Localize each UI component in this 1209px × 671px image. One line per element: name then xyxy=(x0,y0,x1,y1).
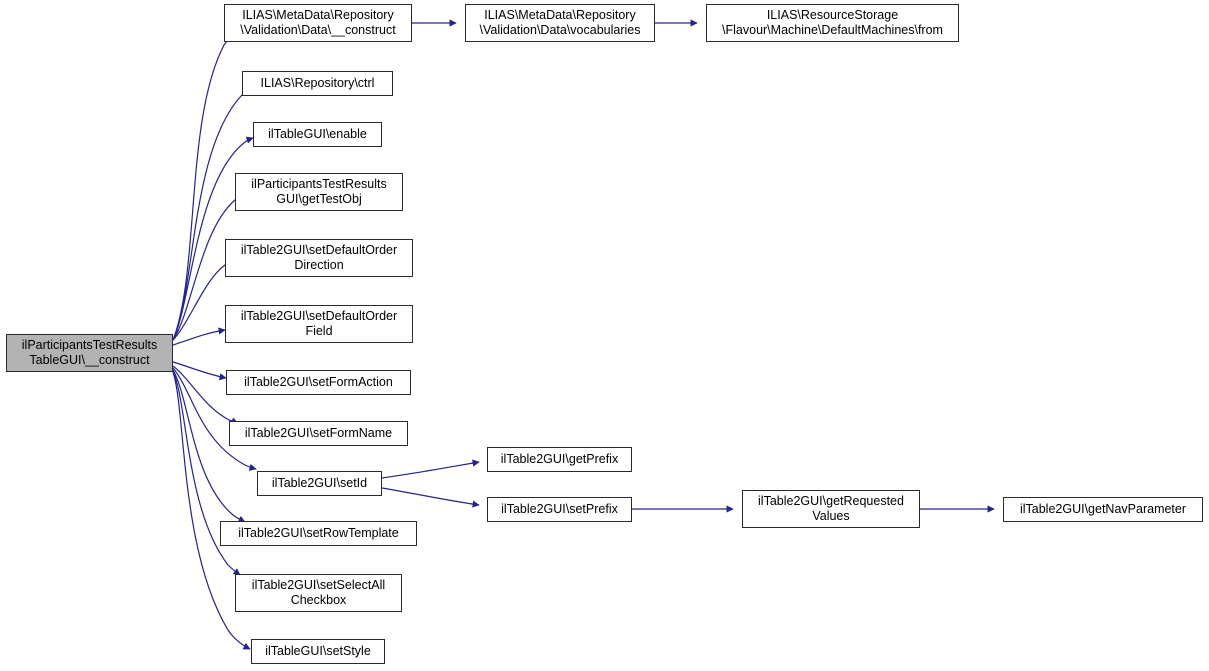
graph-node[interactable]: ilParticipantsTestResults GUI\getTestObj xyxy=(235,173,403,211)
graph-node-label: ILIAS\MetaData\Repository \Validation\Da… xyxy=(240,8,396,37)
graph-node-label: ilTable2GUI\setFormName xyxy=(244,426,393,440)
graph-node-label: ILIAS\Repository\ctrl xyxy=(260,76,375,90)
graph-node-label: ilTable2GUI\getRequested Values xyxy=(758,494,904,523)
graph-node-label: ilTable2GUI\getPrefix xyxy=(500,452,619,466)
call-edge xyxy=(172,87,252,341)
graph-node-label: ilTableGUI\enable xyxy=(268,127,367,141)
graph-node[interactable]: ilTable2GUI\setSelectAll Checkbox xyxy=(235,574,402,612)
call-edge xyxy=(381,459,480,479)
graph-node[interactable]: ilTable2GUI\setFormAction xyxy=(226,370,411,395)
graph-node-label: ilTable2GUI\setRowTemplate xyxy=(238,526,399,540)
graph-node[interactable]: ilTable2GUI\getPrefix xyxy=(487,447,632,472)
graph-node-root[interactable]: ilParticipantsTestResults TableGUI\__con… xyxy=(6,334,173,372)
graph-node-label: ilTable2GUI\setDefaultOrder Direction xyxy=(240,243,398,272)
graph-node[interactable]: ilTable2GUI\setRowTemplate xyxy=(220,521,417,546)
graph-node[interactable]: ilTable2GUI\setDefaultOrder Direction xyxy=(225,239,413,277)
call-edge xyxy=(172,361,227,381)
graph-node[interactable]: ILIAS\Repository\ctrl xyxy=(242,71,393,96)
call-edge xyxy=(172,28,243,341)
graph-node-label: ilTableGUI\setStyle xyxy=(265,644,371,658)
graph-node-label: ilTable2GUI\setSelectAll Checkbox xyxy=(251,578,386,607)
graph-node[interactable]: ilTableGUI\enable xyxy=(253,122,382,147)
graph-node[interactable]: ilTableGUI\setStyle xyxy=(251,639,385,664)
graph-node[interactable]: ilTable2GUI\getRequested Values xyxy=(742,490,920,528)
call-edge xyxy=(381,487,480,508)
graph-node-label: ilParticipantsTestResults TableGUI\__con… xyxy=(21,338,158,367)
graph-node-label: ilTable2GUI\setFormAction xyxy=(244,375,393,389)
graph-node[interactable]: ilTable2GUI\setDefaultOrder Field xyxy=(225,305,413,343)
graph-node-label: ILIAS\MetaData\Repository \Validation\Da… xyxy=(479,8,641,37)
call-edge xyxy=(172,327,226,346)
graph-node[interactable]: ILIAS\ResourceStorage \Flavour\Machine\D… xyxy=(706,4,959,42)
graph-node-label: ilTable2GUI\setDefaultOrder Field xyxy=(240,309,398,338)
graph-node-label: ilTable2GUI\getNavParameter xyxy=(1019,502,1187,516)
graph-node[interactable]: ilTable2GUI\setPrefix xyxy=(487,497,632,522)
graph-node[interactable]: ilTable2GUI\setId xyxy=(257,471,382,496)
graph-node-label: ILIAS\ResourceStorage \Flavour\Machine\D… xyxy=(722,8,943,37)
graph-node[interactable]: ilTable2GUI\setFormName xyxy=(229,421,408,446)
graph-node-label: ilTable2GUI\setPrefix xyxy=(501,502,618,516)
graph-node[interactable]: ILIAS\MetaData\Repository \Validation\Da… xyxy=(465,4,655,42)
graph-node-label: ilParticipantsTestResults GUI\getTestObj xyxy=(251,177,387,206)
graph-node[interactable]: ilTable2GUI\getNavParameter xyxy=(1003,497,1203,522)
graph-node[interactable]: ILIAS\MetaData\Repository \Validation\Da… xyxy=(224,4,412,42)
graph-node-label: ilTable2GUI\setId xyxy=(271,476,368,490)
